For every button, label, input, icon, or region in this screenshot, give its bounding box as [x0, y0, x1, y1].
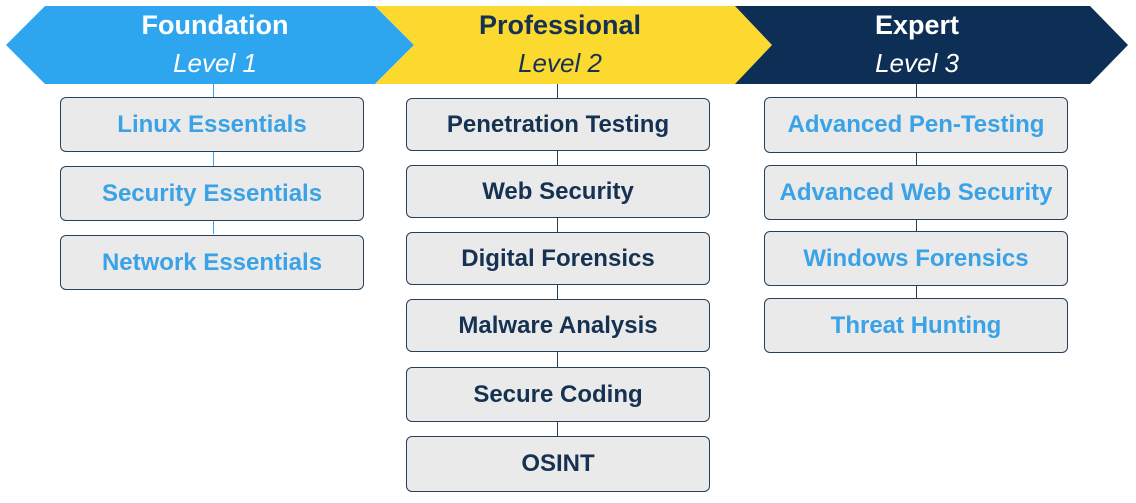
- professional-title: Professional: [478, 10, 642, 40]
- foundation-connector: [213, 84, 214, 234]
- foundation-arrow: [6, 6, 414, 84]
- course-advanced-pen-testing: Advanced Pen-Testing: [764, 97, 1068, 153]
- course-penetration-testing: Penetration Testing: [406, 98, 710, 151]
- course-osint: OSINT: [406, 436, 710, 492]
- course-security-essentials: Security Essentials: [60, 166, 364, 221]
- course-windows-forensics: Windows Forensics: [764, 231, 1068, 286]
- course-network-essentials: Network Essentials: [60, 235, 364, 290]
- foundation-label: Foundation Level 1: [60, 0, 370, 84]
- course-linux-essentials: Linux Essentials: [60, 97, 364, 152]
- course-digital-forensics: Digital Forensics: [406, 232, 710, 285]
- expert-title: Expert: [874, 10, 960, 40]
- level-banner: Foundation Level 1 Professional Level 2 …: [0, 0, 1136, 90]
- professional-subtitle: Level 2: [518, 48, 602, 78]
- course-threat-hunting: Threat Hunting: [764, 298, 1068, 353]
- professional-label: Professional Level 2: [405, 0, 715, 84]
- course-malware-analysis: Malware Analysis: [406, 299, 710, 352]
- expert-arrow: [735, 6, 1128, 84]
- professional-arrow: [375, 6, 772, 84]
- expert-label: Expert Level 3: [762, 0, 1072, 84]
- course-advanced-web-security: Advanced Web Security: [764, 165, 1068, 220]
- expert-subtitle: Level 3: [875, 48, 959, 78]
- foundation-subtitle: Level 1: [173, 48, 257, 78]
- course-secure-coding: Secure Coding: [406, 367, 710, 422]
- course-web-security: Web Security: [406, 165, 710, 218]
- foundation-title: Foundation: [141, 10, 289, 40]
